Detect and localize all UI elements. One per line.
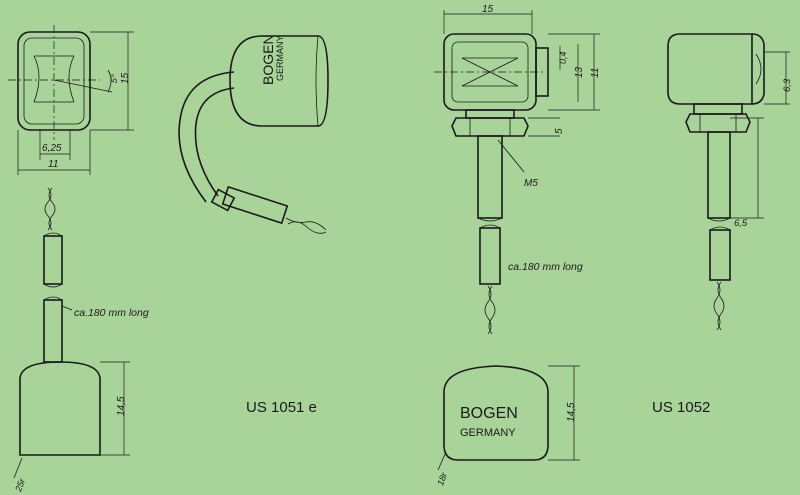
dim-radius-25: 25r [13,476,28,494]
dim-width-6-25: 6,25 [42,143,62,154]
cable-length-note-left: ca.180 mm long [74,307,149,319]
model-label-us1052: US 1052 [652,399,710,416]
dim-6-3: 6,3 [782,78,793,92]
country-label-front: GERMANY [460,427,516,439]
dim-height-14-5-right: 14,5 [566,402,577,422]
housing-side-view-right: 6,3 6,5 [667,33,793,331]
dim-radius-18: 18r [435,470,449,487]
dim-6-5: 6,5 [734,218,748,229]
head-front-view-left: 15 5° 6,25 11 [8,25,134,175]
brand-label-front: BOGEN [460,405,518,422]
cable-length-note-right: ca.180 mm long [508,261,583,273]
dim-height-14-5-left: 14,5 [116,396,127,416]
cable-column-left: ca.180 mm long 14,5 25r [13,187,149,494]
housing-front-label: BOGEN GERMANY 14,5 18r [435,365,580,487]
housing-with-bent-cable: BOGEN GERMANY [178,34,329,234]
dim-0-4: 0,4 [558,51,568,64]
dim-angle-5deg: 5° [109,73,120,84]
country-label-vertical: GERMANY [275,35,285,81]
thread-label-m5: M5 [524,178,538,189]
dim-height-15: 15 [120,72,131,84]
dim-width-11: 11 [48,159,58,170]
dim-width-15: 15 [482,4,494,15]
model-label-us1051e: US 1051 e [246,399,317,416]
dim-5: 5 [554,128,565,134]
brand-label-vertical: BOGEN [260,34,276,85]
dim-11: 11 [590,68,601,78]
housing-cross-view: 15 11 13 0,4 5 M5 ca.180 mm long [434,4,601,335]
dim-13: 13 [574,66,585,78]
